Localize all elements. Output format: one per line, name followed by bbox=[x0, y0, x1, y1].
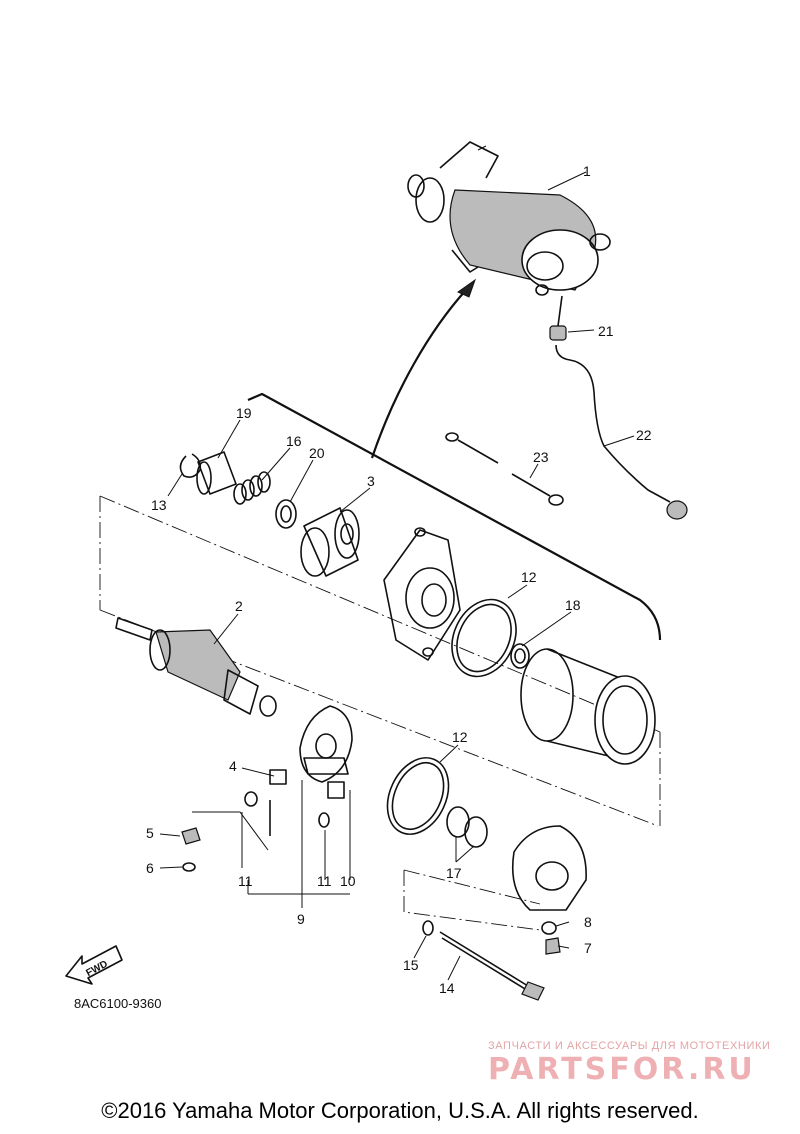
callout-11-left: 11 bbox=[238, 873, 253, 889]
pinion-clutch-3 bbox=[300, 507, 360, 577]
callout-10: 10 bbox=[340, 873, 356, 889]
washer-11-left bbox=[244, 791, 271, 836]
axis-line-upper bbox=[99, 495, 661, 733]
o-ring-12-lower-inner bbox=[391, 762, 445, 830]
copyright-notice: ©2016 Yamaha Motor Corporation, U.S.A. A… bbox=[101, 1098, 699, 1123]
fwd-arrow-icon: FWD bbox=[65, 945, 123, 985]
callout-18: 18 bbox=[565, 597, 581, 613]
callout-1: 1 bbox=[583, 163, 591, 179]
oil-seal-18 bbox=[510, 643, 530, 669]
washer-8 bbox=[541, 921, 557, 935]
lead-wire-22 bbox=[555, 344, 671, 503]
watermark-tagline: ЗАПЧАСТИ И АКСЕССУАРЫ ДЛЯ МОТОТЕХНИКИ bbox=[488, 1040, 771, 1052]
rear-cover bbox=[511, 825, 587, 911]
callout-14: 14 bbox=[439, 980, 455, 996]
leader-lines bbox=[159, 171, 635, 981]
callout-23: 23 bbox=[533, 449, 549, 465]
collar-19 bbox=[196, 451, 237, 495]
nut-7 bbox=[545, 937, 561, 955]
callout-3: 3 bbox=[367, 473, 375, 489]
callout-12-upper: 12 bbox=[521, 569, 537, 585]
o-ring-12-upper-inner bbox=[456, 603, 512, 673]
lead-23 bbox=[445, 432, 564, 506]
callout-13: 13 bbox=[151, 497, 167, 513]
o-ring-15 bbox=[422, 920, 434, 936]
brush-holder-plate bbox=[269, 705, 353, 799]
washer-11-right bbox=[318, 812, 330, 828]
armature-2 bbox=[115, 617, 277, 717]
lead-wire-terminal bbox=[666, 500, 688, 520]
callout-9: 9 bbox=[297, 911, 305, 927]
assembly-arrow-head bbox=[456, 278, 476, 298]
callout-22: 22 bbox=[636, 427, 652, 443]
through-bolt-14 bbox=[439, 931, 545, 1001]
callout-8: 8 bbox=[584, 914, 592, 930]
callout-21: 21 bbox=[598, 323, 614, 339]
callout-19: 19 bbox=[236, 405, 252, 421]
callout-5: 5 bbox=[146, 825, 154, 841]
o-ring-6 bbox=[182, 862, 196, 872]
yoke-housing bbox=[520, 648, 656, 765]
callout-16: 16 bbox=[286, 433, 302, 449]
callout-20: 20 bbox=[309, 445, 325, 461]
front-bracket bbox=[383, 527, 461, 661]
callout-12-lower: 12 bbox=[452, 729, 468, 745]
assembly-arrow-line bbox=[370, 289, 467, 459]
washer-20 bbox=[275, 499, 297, 529]
callout-15: 15 bbox=[403, 957, 419, 973]
starter-motor-assembly bbox=[407, 141, 611, 296]
nut-5 bbox=[181, 827, 201, 845]
callout-6: 6 bbox=[146, 860, 154, 876]
callout-4: 4 bbox=[229, 758, 237, 774]
o-ring-12-lower bbox=[386, 757, 450, 835]
callout-11-right: 11 bbox=[317, 873, 332, 889]
oil-seal-17 bbox=[446, 806, 488, 848]
diagram-code: 8AC6100-9360 bbox=[74, 996, 162, 1011]
spring-16 bbox=[233, 471, 271, 505]
assembly-bracket bbox=[247, 392, 662, 641]
bolt-21 bbox=[549, 295, 567, 341]
watermark-logo: PARTSFOR.RU bbox=[488, 1052, 756, 1087]
callout-2: 2 bbox=[235, 598, 243, 614]
callout-17: 17 bbox=[446, 865, 462, 881]
callout-7: 7 bbox=[584, 940, 592, 956]
